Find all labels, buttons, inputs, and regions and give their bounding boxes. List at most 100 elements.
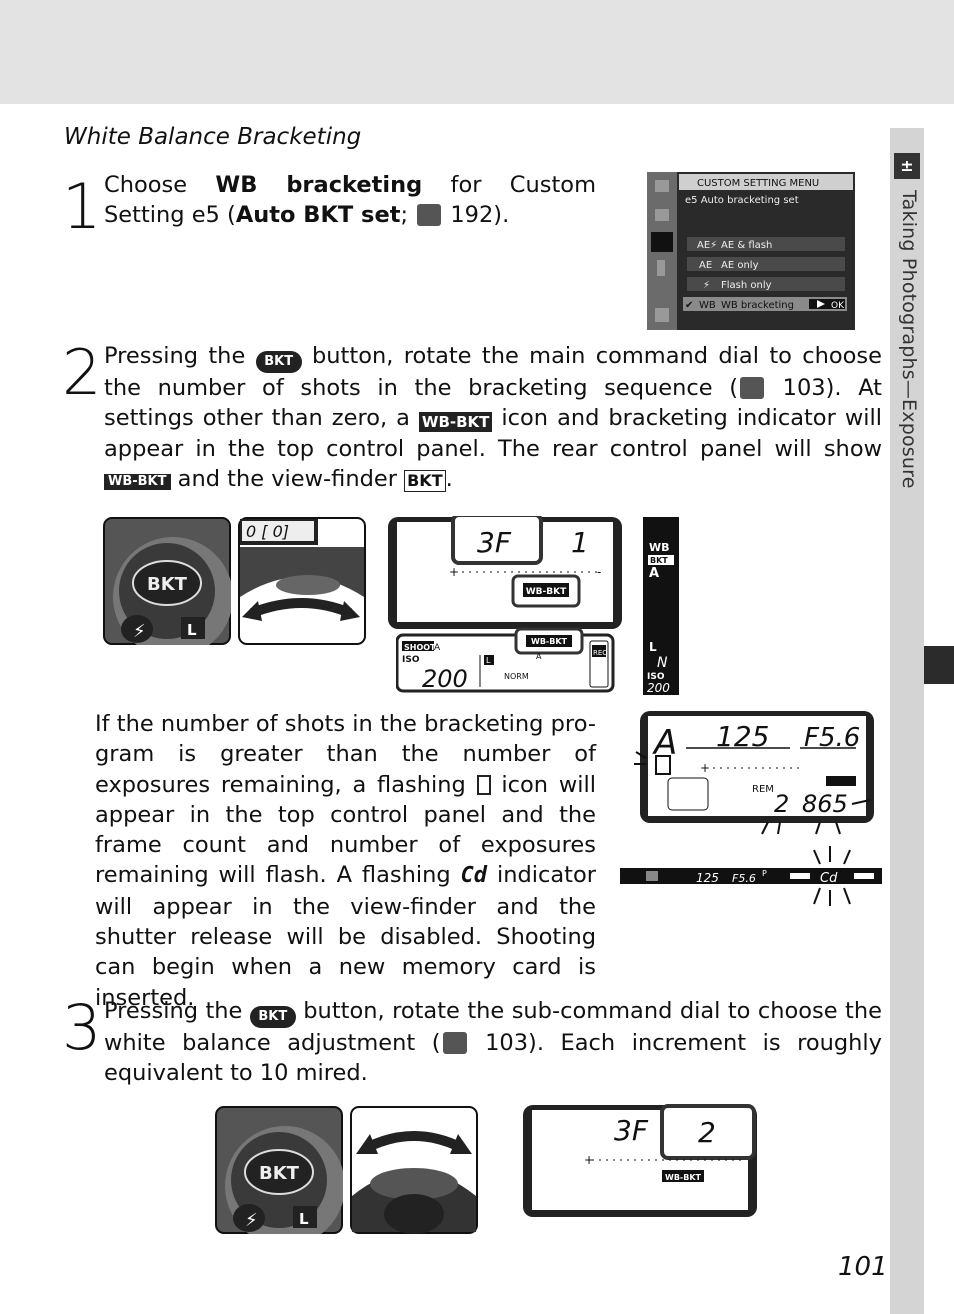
vf-flash-p: P [762,869,767,878]
svg-text:ISO: ISO [647,672,665,682]
rear-wb-bkt-tag: WB-BKT [531,637,568,646]
page-reference-icon [740,377,764,399]
vf-flash-cd: Cd [820,871,838,886]
cd-indicator-icon: Cd [460,863,488,889]
wb-bkt-rear-icon: WB-BKT [104,473,171,490]
rear-shoot-label: SHOOT [404,643,436,652]
lcd-shots-value: 1 [571,526,589,559]
bkt-label: BKT [147,574,188,595]
bkt-button-illustration-step3: BKT ⚡ L [215,1106,343,1234]
page-number: 101 [838,1252,888,1282]
battery-icon [826,776,856,786]
memory-card-icon [655,755,671,775]
menu-item-code-3: ⚡ [703,280,710,291]
viewfinder-display-illustration: WB BKT A L N ISO 200 [643,517,679,695]
step1-text: Choose WB bracketing for Custom Setting … [104,172,596,229]
exposure-compensation-icon: ± [894,153,920,179]
flashing-viewfinder-illustration: 125 F5.6 P Cd [620,846,882,906]
bkt-button-icon: BKT [249,1006,296,1028]
vf-wb-label: WB [649,541,670,554]
custom-setting-menu-screenshot: CUSTOM SETTING MENU e5 Auto bracketing s… [647,172,855,330]
lock-icon [293,1206,317,1228]
svg-text:L: L [486,656,491,665]
svg-text:+: + [584,1153,594,1167]
menu-item-2: AE only [721,260,759,271]
side-tab-marker [924,646,954,684]
sub-command-dial-illustration [350,1106,478,1234]
wb-bkt-icon: WB-BKT [418,412,493,433]
flash-lcd-rem: REM [752,784,774,795]
header-band [0,0,954,104]
side-tab-label: Taking Photographs—Exposure [898,190,920,489]
play-icon [655,180,669,192]
side-tab [890,128,924,1314]
menu-item-code-2: AE [699,260,712,271]
flash-lcd-count: 2 [774,790,789,818]
lcd-wb-bkt-tag: WB-BKT [665,1173,702,1182]
rotate-left-arrow-icon [356,1134,378,1154]
page-reference-icon [442,1032,467,1054]
lcd-shots-label: 3F [477,526,512,559]
menu-item-4: WB bracketing [721,300,794,311]
rear-iso-value: 200 [422,665,468,693]
flash-button-icon [233,1204,265,1232]
step-number-1: 1 [62,170,102,243]
help-icon [655,308,669,322]
step3-text: Pressing the BKT button, rotate the sub-… [104,998,882,1087]
menu-item-code-1: AE⚡ [697,240,717,251]
lcd-wb-value: 2 [698,1116,716,1149]
bkt-button-illustration: BKT ⚡ L [103,517,231,645]
menu-item-3: Flash only [721,280,772,291]
vf-flash-shutter: 125 [696,871,719,885]
lcd-wb-bkt-tag: WB-BKT [526,587,567,597]
rotate-right-arrow-icon [340,601,360,621]
svg-text:L: L [187,621,197,639]
menu-ok-label: OK [831,301,845,311]
vf-bkt-label: BKT [650,556,668,565]
rear-norm-label: NORM [504,672,529,681]
svg-text:A: A [536,652,542,661]
camera-icon [655,209,669,221]
wrench-icon [657,260,665,276]
arrow-right-icon [817,300,825,308]
memory-card-warning-text: If the number of shots in the bracketing… [95,711,596,1011]
vf-flash-aperture: F5.6 [732,872,756,885]
svg-text:N: N [657,655,668,671]
menu-side-icons [651,180,673,322]
menu-header: CUSTOM SETTING MENU [697,178,819,189]
bkt-label: BKT [259,1163,300,1184]
svg-text:200: 200 [647,681,670,695]
svg-text:⚡: ⚡ [245,1210,258,1231]
svg-text:A: A [649,566,659,581]
rear-rec-label: REC [593,649,607,657]
bkt-button-icon: BKT [255,351,302,373]
svg-text:-: - [597,565,601,579]
svg-text:+: + [700,761,710,775]
flashing-card-lcd-illustration: A 125 F5.6 + REM 2 865 [634,711,874,835]
step2-text: Pressing the BKT button, rotate the main… [104,343,883,492]
svg-text:L: L [299,1210,309,1228]
step-number-2: 2 [62,336,102,409]
memory-card-icon [476,774,491,795]
top-control-panel-illustration-step3: 3F 2 + WB-BKT [523,1104,757,1217]
menu-item-code-4: WB [699,300,716,311]
dial-window-readout: 0 [ 0] [246,522,289,541]
svg-text:L: L [649,640,657,654]
page-reference-icon [417,204,442,227]
rear-iso-label: ISO [402,655,420,665]
section-title: White Balance Bracketing [64,124,362,150]
flash-lcd-remaining: 865 [802,790,848,818]
main-command-dial-illustration: 0 [ 0] [238,517,366,645]
rotate-left-arrow-icon [242,601,262,621]
rotate-right-arrow-icon [450,1134,472,1154]
flash-button-icon [121,615,153,643]
rear-control-panel-illustration: SHOOT A ISO 200 L NORM WB-BKT A REC [396,627,615,693]
menu-item-1: AE & flash [721,240,772,251]
check-icon: ✔ [685,300,693,311]
bkt-viewfinder-icon: BKT [404,469,446,492]
menu-subtitle: e5 Auto bracketing set [685,195,799,206]
top-control-panel-illustration: 3F 1 + - WB-BKT [388,516,622,629]
svg-text:⚡: ⚡ [133,621,146,642]
lock-icon [181,617,205,639]
lcd-shots-label: 3F [614,1114,649,1147]
